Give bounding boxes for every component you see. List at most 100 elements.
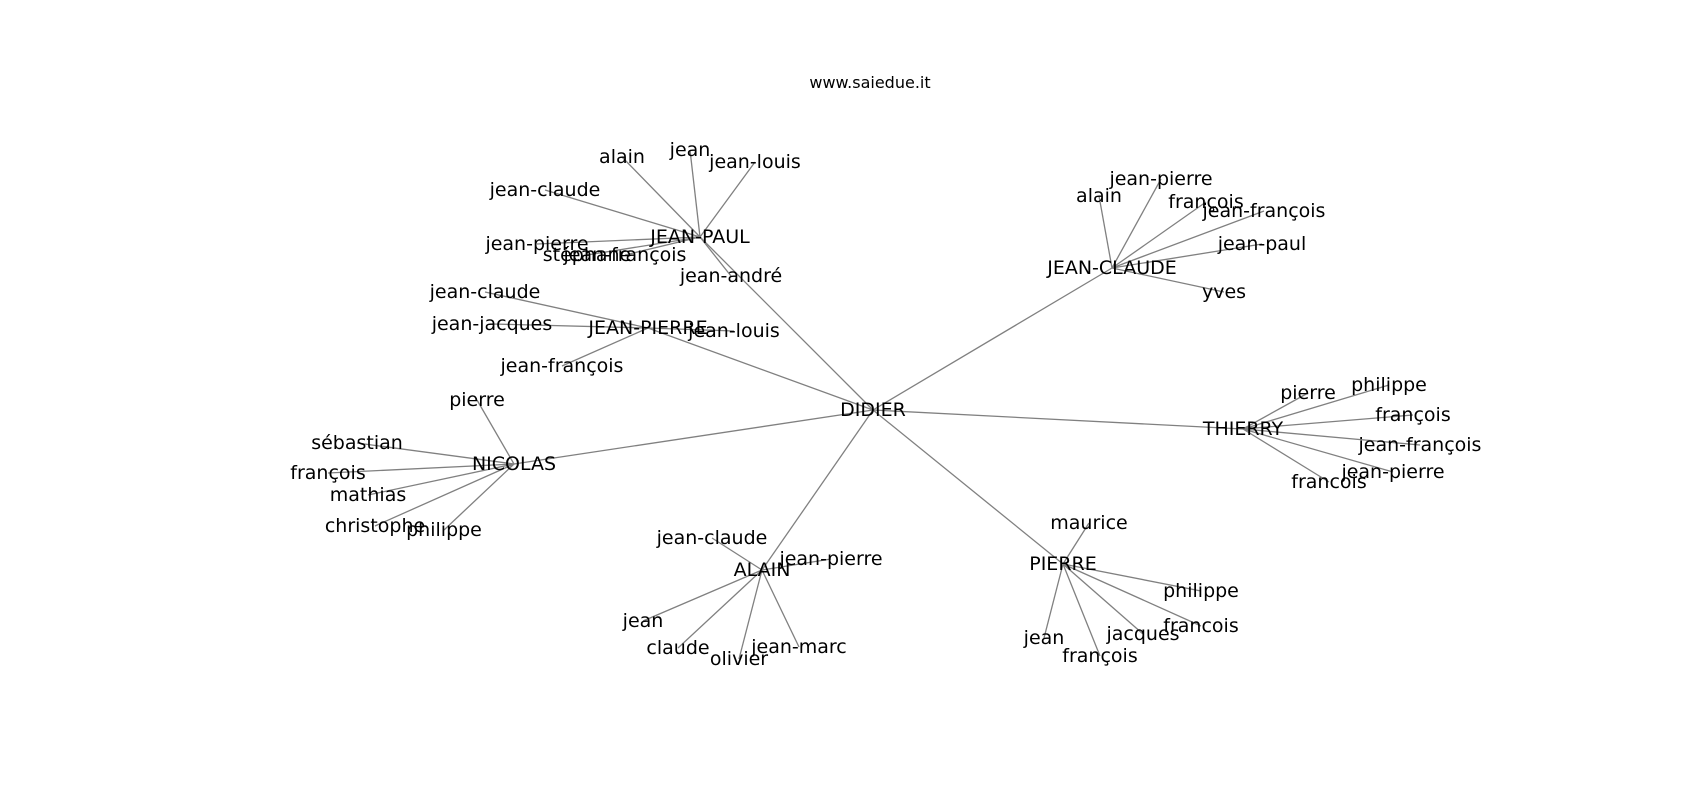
edge-thierry-leaf-4 — [1242, 428, 1394, 473]
edge-alain-leaf-5 — [761, 569, 800, 648]
edge-center-jeanclaude — [872, 267, 1113, 411]
edge-center-thierry — [872, 409, 1244, 430]
edge-pierre-leaf-5 — [1043, 563, 1064, 639]
leaf-node-nicolas-3: mathias — [330, 484, 406, 506]
edge-jeanpaul-leaf-6 — [624, 236, 701, 256]
edge-center-nicolas — [513, 409, 874, 465]
edges-layer — [327, 149, 1421, 660]
edge-jeanclaude-leaf-3 — [1111, 210, 1265, 269]
edge-thierry-leaf-2 — [1242, 414, 1414, 430]
edge-nicolas-leaf-4 — [374, 463, 515, 527]
edge-alain-leaf-0 — [711, 537, 763, 571]
edge-thierry-leaf-1 — [1242, 384, 1390, 430]
leaf-node-jeanpaul-6: jean-françois — [563, 244, 687, 266]
leaf-node-jeanpierre-2: jean-louis — [687, 320, 780, 342]
edge-jeanclaude-leaf-5 — [1111, 267, 1225, 293]
edge-jeanclaude-leaf-0 — [1098, 195, 1113, 269]
edge-alain-leaf-4 — [738, 569, 763, 660]
edge-jeanpaul-leaf-3 — [544, 189, 701, 238]
leaf-node-thierry-3: jean-françois — [1358, 434, 1482, 456]
leaf-node-pierre-3: jacques — [1105, 623, 1179, 645]
edge-nicolas-leaf-1 — [356, 442, 515, 465]
leaf-node-pierre-2: francois — [1163, 615, 1238, 637]
edge-alain-leaf-3 — [677, 569, 763, 649]
edge-jeanpierre-leaf-1 — [491, 323, 649, 329]
leaf-node-thierry-0: pierre — [1280, 382, 1336, 404]
edge-jeanpierre-leaf-0 — [484, 291, 649, 329]
edge-jeanpierre-leaf-3 — [561, 327, 649, 367]
leaf-node-jeanclaude-5: yves — [1202, 281, 1246, 303]
graph-title: www.saiedue.it — [809, 73, 930, 92]
leaf-node-alain-2: jean — [622, 610, 664, 632]
leaf-node-thierry-1: philippe — [1351, 374, 1427, 396]
leaf-node-jeanpaul-7: jean-andré — [679, 265, 782, 287]
leaf-node-pierre-4: françois — [1062, 645, 1137, 667]
leaf-node-jeanpierre-1: jean-jacques — [431, 313, 553, 335]
leaf-node-jeanclaude-4: jean-paul — [1217, 233, 1307, 255]
edge-jeanpierre-leaf-2 — [647, 327, 735, 332]
leaf-node-thierry-5: francois — [1291, 471, 1366, 493]
edge-pierre-leaf-2 — [1062, 563, 1202, 627]
leaf-node-jeanpaul-3: jean-claude — [489, 179, 601, 201]
edge-pierre-leaf-0 — [1062, 522, 1090, 565]
leaf-node-jeanpaul-2: jean-louis — [708, 151, 801, 173]
edge-jeanpaul-leaf-4 — [536, 236, 701, 245]
leaf-node-nicolas-5: philippe — [406, 519, 482, 541]
edge-pierre-leaf-3 — [1062, 563, 1144, 635]
leaf-node-jeanclaude-1: jean-pierre — [1108, 168, 1212, 190]
edge-alain-leaf-1 — [761, 558, 832, 571]
edge-jeanclaude-leaf-4 — [1111, 243, 1263, 269]
leaf-node-alain-5: jean-marc — [750, 636, 847, 658]
leaf-node-nicolas-2: françois — [290, 462, 365, 484]
leaf-node-jeanclaude-0: alain — [1076, 185, 1122, 207]
leaf-node-jeanpaul-5: stéphane — [543, 244, 632, 266]
leaf-node-pierre-0: maurice — [1050, 512, 1127, 534]
hub-node-thierry: THIERRY — [1202, 418, 1284, 440]
leaf-node-pierre-1: philippe — [1163, 580, 1239, 602]
edge-pierre-leaf-4 — [1062, 563, 1101, 657]
leaf-node-alain-0: jean-claude — [656, 527, 768, 549]
center-node: DIDIER — [840, 399, 906, 421]
edge-jeanpaul-leaf-5 — [586, 236, 701, 256]
hub-node-jeanpaul: JEAN-PAUL — [649, 226, 750, 248]
leaf-node-thierry-2: françois — [1375, 404, 1450, 426]
hub-node-jeanpierre: JEAN-PIERRE — [587, 317, 707, 339]
edge-jeanclaude-leaf-1 — [1111, 178, 1162, 269]
edge-jeanclaude-leaf-2 — [1111, 201, 1207, 269]
edge-center-jeanpaul — [699, 236, 874, 411]
edge-jeanpaul-leaf-0 — [621, 156, 701, 238]
edge-nicolas-leaf-5 — [443, 463, 515, 531]
edge-jeanpaul-leaf-1 — [689, 149, 701, 238]
edge-nicolas-leaf-2 — [327, 463, 515, 474]
hub-node-nicolas: NICOLAS — [472, 453, 556, 475]
leaf-node-nicolas-0: pierre — [449, 389, 505, 411]
edge-thierry-leaf-3 — [1242, 428, 1421, 446]
edge-thierry-leaf-5 — [1242, 428, 1330, 483]
leaf-node-alain-4: olivier — [710, 648, 768, 670]
leaf-node-nicolas-4: christophe — [325, 515, 425, 537]
edge-center-jeanpierre — [647, 327, 874, 411]
leaf-node-pierre-5: jean — [1023, 627, 1065, 649]
leaf-node-alain-1: jean-pierre — [778, 548, 882, 570]
edge-nicolas-leaf-0 — [476, 399, 515, 465]
hub-node-alain: ALAIN — [734, 559, 791, 581]
leaf-node-jeanpaul-4: jean-pierre — [484, 233, 588, 255]
leaf-node-jeanpaul-1: jean — [669, 139, 711, 161]
edge-jeanpaul-leaf-7 — [699, 236, 732, 277]
hub-node-pierre: PIERRE — [1029, 553, 1096, 575]
leaf-node-jeanpaul-0: alain — [599, 146, 645, 168]
leaf-node-thierry-4: jean-pierre — [1340, 461, 1444, 483]
edge-jeanpaul-leaf-2 — [699, 161, 756, 238]
edge-alain-leaf-2 — [642, 569, 763, 622]
leaf-node-jeanpierre-0: jean-claude — [429, 281, 541, 303]
edge-center-alain — [761, 409, 874, 571]
edge-thierry-leaf-0 — [1242, 392, 1309, 430]
edge-nicolas-leaf-3 — [367, 463, 515, 496]
leaf-node-jeanpierre-3: jean-françois — [500, 355, 624, 377]
edge-pierre-leaf-1 — [1062, 563, 1202, 592]
leaf-node-nicolas-1: sébastian — [311, 432, 403, 454]
edge-center-pierre — [872, 409, 1064, 565]
leaf-node-alain-3: claude — [646, 637, 709, 659]
